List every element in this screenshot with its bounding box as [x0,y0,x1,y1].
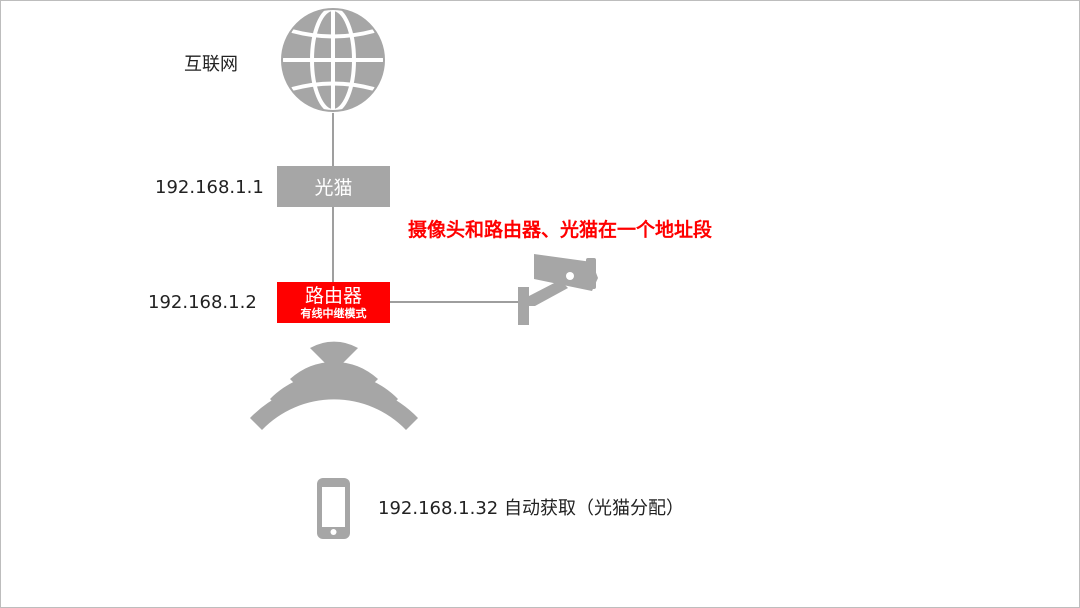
modem-name: 光猫 [314,177,353,199]
phone-label: 192.168.1.32 自动获取（光猫分配） [378,498,684,519]
router-box: 路由器 有线中继模式 [277,282,390,323]
router-mode: 有线中继模式 [300,307,367,320]
router-ip-label: 192.168.1.2 [148,292,257,313]
modem-box: 光猫 [277,166,390,207]
wifi-icon [250,341,418,430]
globe-icon [281,7,385,113]
camera-note: 摄像头和路由器、光猫在一个地址段 [408,219,713,241]
smartphone-icon [317,478,350,539]
security-camera-icon [518,254,598,325]
modem-ip-label: 192.168.1.1 [155,177,264,198]
internet-label: 互联网 [184,54,238,75]
router-name: 路由器 [304,285,362,307]
